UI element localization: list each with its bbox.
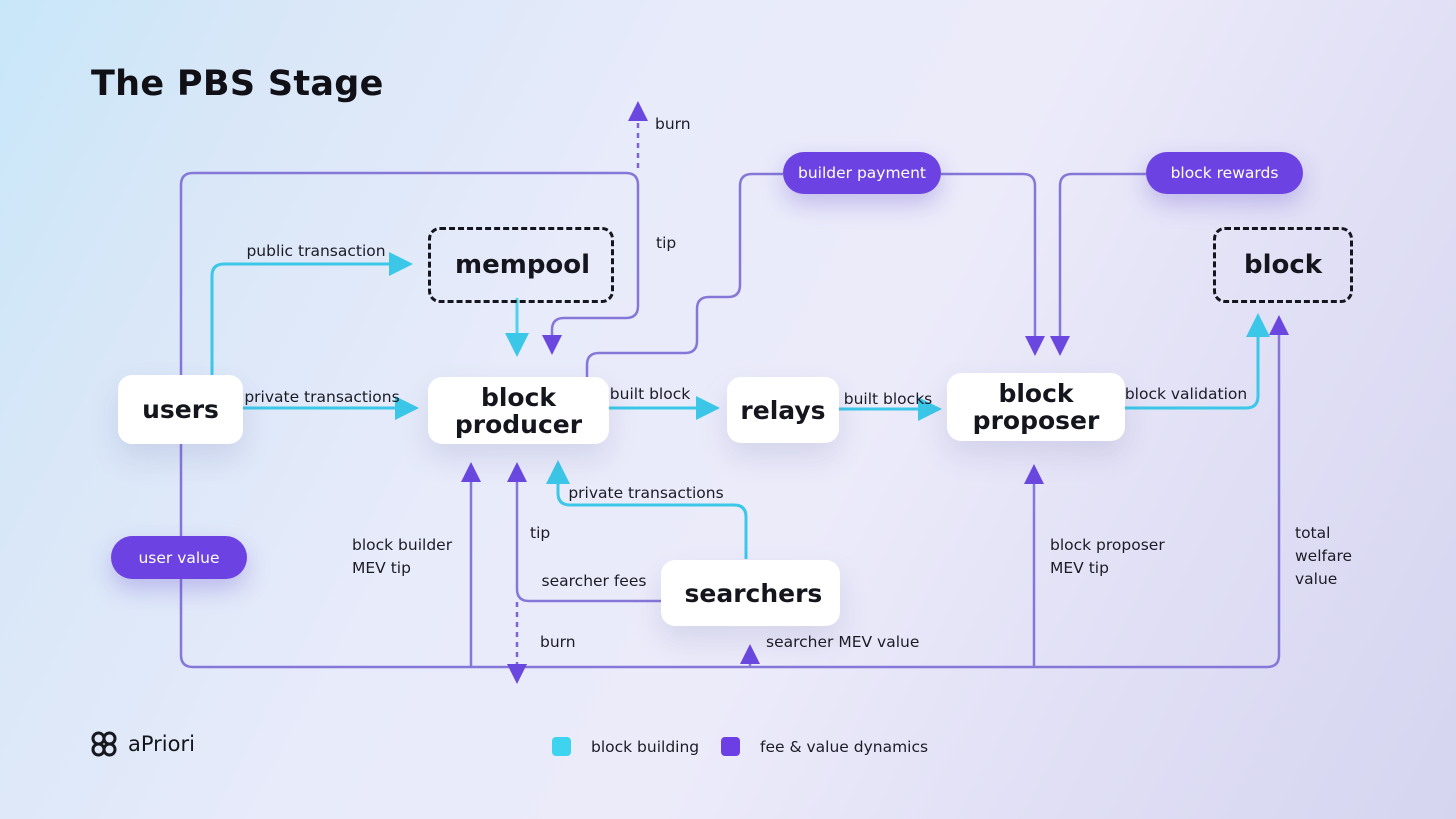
label-line: total	[1295, 524, 1331, 542]
pill-user-value: user value	[111, 536, 247, 579]
node-searchers: searchers	[661, 560, 840, 626]
label-burn-bottom: burn	[540, 633, 576, 651]
label-line: value	[1295, 570, 1338, 588]
node-block-producer-label: block producer	[454, 382, 583, 439]
pill-user-value-label: user value	[138, 548, 220, 567]
label-block-validation: block validation	[1124, 385, 1248, 403]
searchers-private-tx-line	[546, 460, 748, 559]
welfare-loop-line	[179, 315, 1289, 669]
pill-block-rewards: block rewards	[1146, 152, 1303, 194]
node-users: users	[118, 375, 243, 444]
label-block-proposer-mev-tip: block proposer MEV tip	[1050, 534, 1165, 580]
label-line: MEV tip	[1050, 559, 1109, 577]
block-rewards-left-line	[1050, 172, 1146, 356]
pill-builder-payment-label: builder payment	[798, 164, 926, 182]
legend-swatch-fee-value-dynamics	[721, 737, 740, 756]
block-validation-line	[1125, 313, 1270, 410]
label-public-transaction: public transaction	[246, 242, 386, 260]
legend-item-fee-value-dynamics: fee & value dynamics	[721, 737, 928, 756]
label-line: block builder	[352, 536, 453, 554]
label-burn-top: burn	[655, 115, 691, 133]
label-private-transactions-users: private transactions	[244, 388, 400, 406]
node-block-producer: block producer	[428, 377, 609, 444]
node-block: block	[1213, 227, 1353, 303]
searcher-fees-line	[507, 462, 661, 603]
label-block-builder-mev-tip: block builder MEV tip	[352, 534, 452, 580]
label-line: MEV tip	[352, 559, 411, 577]
node-mempool-label: mempool	[455, 249, 591, 280]
page-title: The PBS Stage	[91, 64, 384, 104]
brand-name: aPriori	[128, 732, 195, 756]
label-searcher-fees: searcher fees	[541, 572, 647, 590]
legend-swatch-block-building	[552, 737, 571, 756]
node-block-label: block	[1243, 249, 1323, 280]
label-searcher-mev-value: searcher MEV value	[766, 633, 920, 651]
node-block-proposer-label: block proposer	[972, 379, 1100, 435]
node-searchers-label: searchers	[684, 578, 823, 608]
legend-item-block-building: block building	[552, 737, 699, 756]
brand-logo: aPriori	[89, 729, 195, 759]
label-tip-top: tip	[656, 234, 677, 252]
label-built-block: built block	[609, 385, 691, 403]
label-line: block proposer	[1050, 536, 1165, 554]
label-private-transactions-searchers: private transactions	[568, 484, 724, 502]
legend-label-fee-value-dynamics: fee & value dynamics	[760, 737, 929, 756]
public-transaction-line	[210, 252, 413, 376]
pill-builder-payment: builder payment	[783, 152, 941, 194]
pill-block-rewards-label: block rewards	[1170, 164, 1279, 182]
user-tip-line	[179, 171, 640, 655]
node-mempool: mempool	[428, 227, 614, 303]
node-relays: relays	[727, 377, 839, 443]
label-line: welfare	[1295, 547, 1353, 565]
apriori-clover-icon	[91, 731, 117, 757]
node-users-label: users	[142, 395, 219, 424]
label-total-welfare-value: total welfare value	[1295, 522, 1352, 591]
label-built-blocks: built blocks	[843, 390, 933, 408]
builder-payment-right-line	[941, 172, 1045, 356]
label-tip-bottom: tip	[530, 524, 551, 542]
node-relays-label: relays	[740, 395, 826, 425]
node-block-proposer: block proposer	[947, 373, 1125, 441]
builder-payment-left-line	[585, 172, 783, 377]
legend-label-block-building: block building	[591, 737, 700, 756]
